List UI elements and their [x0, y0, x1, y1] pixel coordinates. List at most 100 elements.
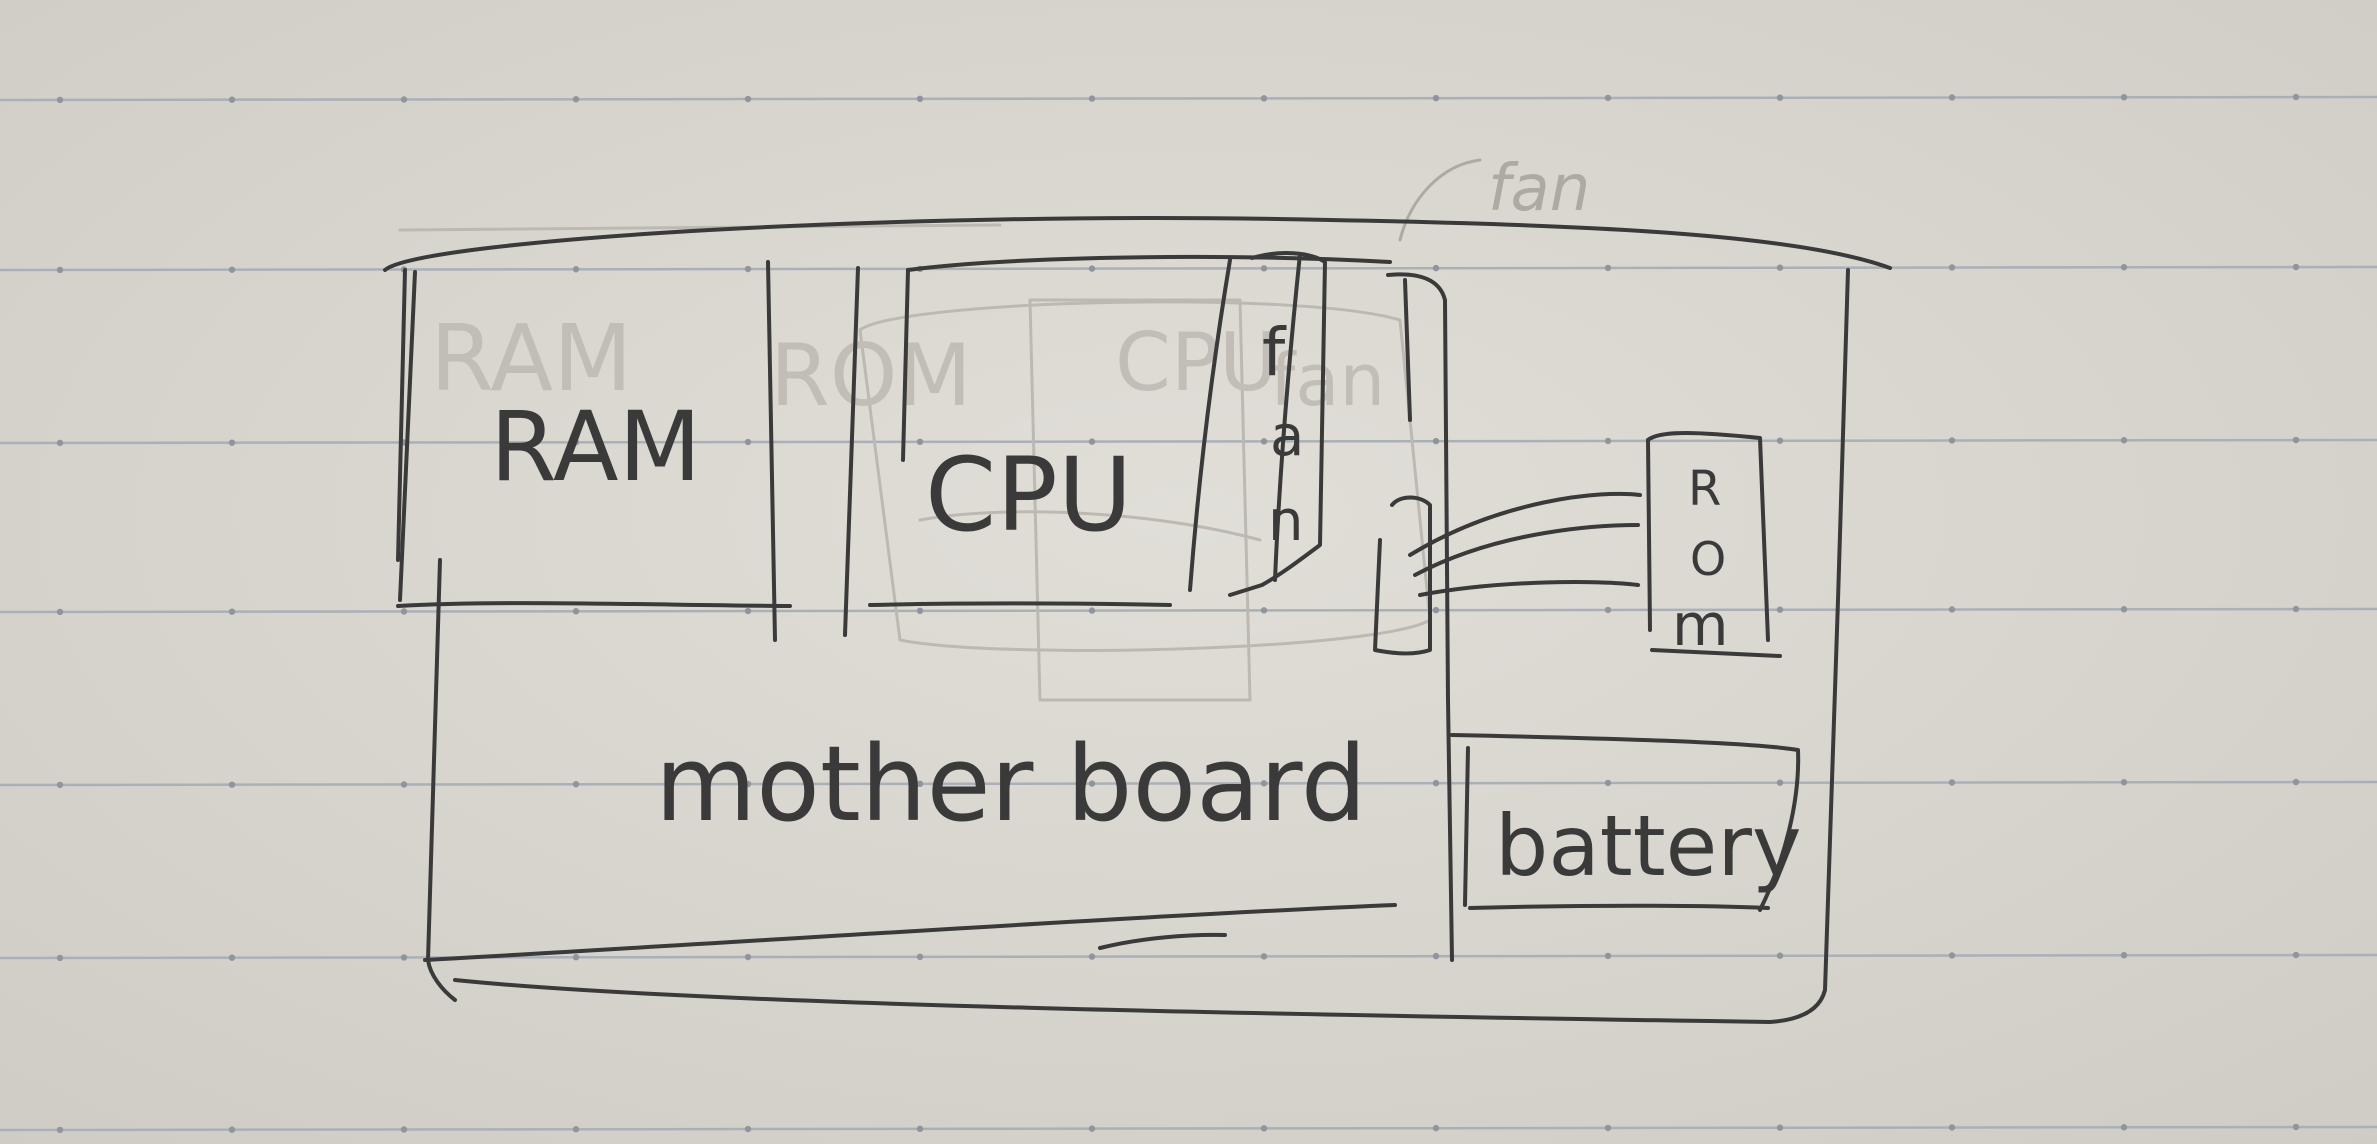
ruled-line-dot — [1088, 265, 1096, 272]
ghost-rom-text: ROM — [770, 326, 972, 426]
ruled-line-dot — [1260, 265, 1268, 272]
ruled-line-dot — [1604, 606, 1612, 614]
slot-divider — [843, 266, 860, 637]
battery-module: battery — [1450, 733, 1802, 912]
ruled-line-dot — [56, 96, 64, 104]
fan-module: f a n — [1228, 251, 1327, 597]
ruled-line-dot — [572, 439, 580, 446]
fan-letter-n: n — [1268, 489, 1304, 554]
rom-letter-o: O — [1690, 532, 1726, 586]
ruled-line-dot — [2120, 1124, 2128, 1131]
ruled-line-dot — [1948, 606, 1956, 613]
ruled-line-dot — [1432, 264, 1440, 272]
ruled-line-dot — [1948, 94, 1956, 101]
battery-label: battery — [1495, 797, 1802, 895]
right-section-divider — [1386, 272, 1454, 962]
bus-connector — [1373, 491, 1642, 656]
ruled-line-dot — [2120, 779, 2128, 786]
ruled-line-dot — [56, 781, 64, 789]
ruled-line-dot — [1260, 953, 1268, 960]
ruled-line-dot — [56, 439, 64, 447]
ruled-line-dot — [56, 608, 64, 616]
ruled-line-dot — [1948, 1124, 1956, 1131]
ruled-line-dot — [916, 780, 924, 788]
ruled-line-dot — [1088, 1125, 1096, 1132]
ruled-line-dot — [572, 954, 580, 961]
ruled-line-dot — [1776, 779, 1784, 786]
ruled-line-dot — [2292, 93, 2300, 101]
ruled-line-dot — [916, 438, 924, 446]
ruled-line-dot — [1604, 779, 1612, 787]
ruled-line-dot — [916, 953, 924, 961]
ruled-line-dot — [228, 439, 236, 446]
ruled-line-dot — [1776, 952, 1784, 959]
ruled-line-dot — [2292, 436, 2300, 444]
ruled-line-dot — [1432, 1124, 1440, 1132]
ruled-line-dot — [1260, 95, 1268, 102]
ruled-line-dot — [1948, 952, 1956, 959]
ruled-line-dot — [916, 95, 924, 103]
ruled-line-dot — [2120, 94, 2128, 101]
ruled-line-dot — [1776, 264, 1784, 271]
fan-letter-a: a — [1270, 404, 1304, 469]
ruled-line-dot — [1604, 264, 1612, 272]
ruled-line-dot — [744, 780, 752, 788]
ruled-line-dot — [1260, 438, 1268, 445]
ruled-line-dot — [400, 608, 408, 615]
ruled-line-dot — [1948, 437, 1956, 444]
ruled-line-dot — [1604, 952, 1612, 960]
ruled-line-dot — [1604, 94, 1612, 102]
ruled-line-dot — [56, 1126, 64, 1134]
rom-module: R O m — [1646, 431, 1782, 659]
ruled-line-dot — [228, 1126, 236, 1133]
ruled-line-dot — [400, 1126, 408, 1133]
ruled-line-dot — [916, 607, 924, 615]
ruled-line-dot — [2120, 606, 2128, 613]
ruled-line-dot — [1260, 607, 1268, 614]
ruled-line-dot — [2292, 263, 2300, 271]
ruled-line-dot — [1088, 780, 1096, 787]
ruled-line-dot — [1432, 94, 1440, 102]
ruled-line-dot — [1432, 437, 1440, 445]
ruled-line-dot — [572, 96, 580, 103]
ruled-line-dot — [1776, 94, 1784, 101]
ruled-line-dot — [744, 953, 752, 961]
fan-annotation: fan — [1398, 152, 1590, 242]
ruled-line-dot — [572, 781, 580, 788]
ruled-line-dot — [2120, 952, 2128, 959]
ruled-line-dot — [1948, 264, 1956, 271]
ruled-line-dot — [2292, 605, 2300, 613]
ghost-ram-text: RAM — [430, 305, 633, 412]
ram-label: RAM — [490, 391, 701, 503]
ruled-line-dot — [1432, 606, 1440, 614]
ruled-line-dot — [228, 96, 236, 103]
ruled-line-dot — [1260, 1125, 1268, 1132]
ram-module: RAM — [396, 260, 792, 642]
ruled-line-dot — [744, 1125, 752, 1133]
ruled-line-dot — [2120, 264, 2128, 271]
ruled-line-dot — [1260, 780, 1268, 787]
ruled-line-dot — [228, 608, 236, 615]
fan-letter-f: f — [1262, 314, 1287, 391]
motherboard-label: mother board — [655, 723, 1367, 845]
cpu-label: CPU — [925, 436, 1132, 555]
ruled-line-dot — [1604, 437, 1612, 445]
ruled-line-dot — [400, 96, 408, 103]
ruled-line-dot — [56, 266, 64, 274]
ruled-lines — [0, 95, 2377, 1132]
ruled-line-dot — [1776, 606, 1784, 613]
rom-letter-m: m — [1672, 591, 1729, 659]
rom-letter-r: R — [1688, 461, 1721, 517]
ruled-line-dot — [744, 265, 752, 273]
ghost-cpu-text: CPU — [1115, 316, 1278, 409]
ruled-line-dot — [1776, 437, 1784, 444]
ruled-line-dot — [1088, 607, 1096, 614]
ruled-line-dot — [1088, 95, 1096, 102]
ruled-line-dot — [744, 607, 752, 615]
ruled-line-dot — [572, 1126, 580, 1133]
ruled-line-dot — [2120, 437, 2128, 444]
ruled-line-dot — [1088, 438, 1096, 445]
